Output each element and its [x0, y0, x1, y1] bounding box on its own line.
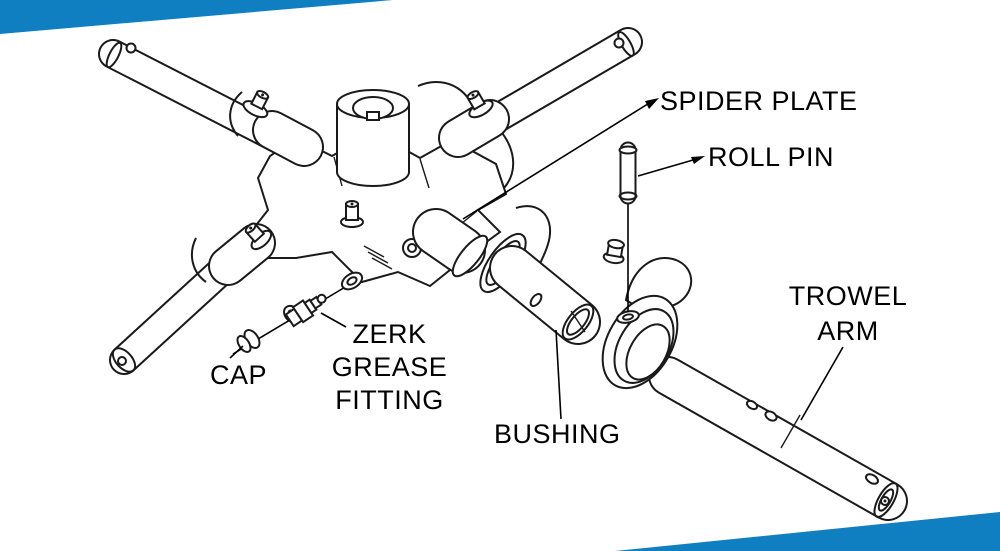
spider-plate-body	[190, 81, 515, 324]
arm-clamp-collar	[438, 99, 510, 158]
label-cap: CAP	[210, 359, 267, 392]
cap-leader	[229, 345, 244, 359]
label-text: BUSHING	[494, 419, 621, 449]
hub-cylinder	[336, 89, 410, 187]
label-zerk-grease-fitting: ZERK GREASE FITTING	[317, 318, 462, 417]
arm-end-hole	[117, 356, 127, 366]
label-roll-pin: ROLL PIN	[708, 141, 834, 174]
trowel-arm-yoke	[601, 238, 692, 390]
bushing-leader	[555, 329, 562, 420]
zerk-fitting-part	[284, 293, 327, 328]
yoke-set-bolt	[602, 238, 625, 265]
spider-plate-leader	[462, 101, 652, 220]
clamp-bolt	[242, 90, 270, 119]
label-text: SPIDER PLATE	[660, 86, 858, 116]
grease-port-hole	[340, 271, 364, 291]
label-bushing: BUSHING	[494, 418, 621, 451]
roll-pin-part	[618, 141, 638, 312]
label-text: TROWEL	[788, 281, 908, 311]
roll-pin-hole	[616, 310, 640, 324]
zerk-leader	[320, 312, 347, 328]
cap-part	[236, 329, 261, 353]
trowel-arm-part	[648, 356, 908, 521]
label-text: FITTING	[335, 385, 444, 415]
arm-hole	[865, 473, 879, 485]
center-bolt	[340, 200, 364, 228]
zerk-axis	[232, 271, 364, 355]
clamp-bolt	[466, 90, 494, 119]
label-text: CAP	[210, 360, 268, 390]
spider-plate-leader-arrow	[645, 98, 659, 109]
arm-hole	[764, 410, 778, 422]
bushing-part	[489, 245, 601, 345]
label-spider-plate: SPIDER PLATE	[660, 85, 858, 118]
bottom-right-accent-banner	[615, 512, 1000, 551]
arm-clamp-collar	[252, 110, 324, 167]
trowel-arm-leader	[800, 346, 844, 421]
top-left-accent-banner	[0, 0, 393, 34]
label-text: ROLL PIN	[708, 142, 835, 172]
arm-pin-hole	[125, 42, 137, 54]
clamp-bolt	[244, 222, 273, 251]
roll-pin-leader-arrow	[691, 156, 705, 164]
label-text: ARM	[817, 316, 879, 346]
label-text: ZERK	[352, 319, 427, 349]
label-trowel-arm: TROWEL ARM	[780, 279, 916, 349]
leader-lines	[229, 98, 844, 421]
bushing-side-hole	[529, 293, 543, 307]
arm-socket	[412, 208, 489, 278]
arm-pin-hole	[613, 37, 625, 49]
arm-hole	[745, 399, 759, 411]
label-text: GREASE	[331, 352, 448, 382]
roll-pin-leader	[637, 157, 701, 177]
